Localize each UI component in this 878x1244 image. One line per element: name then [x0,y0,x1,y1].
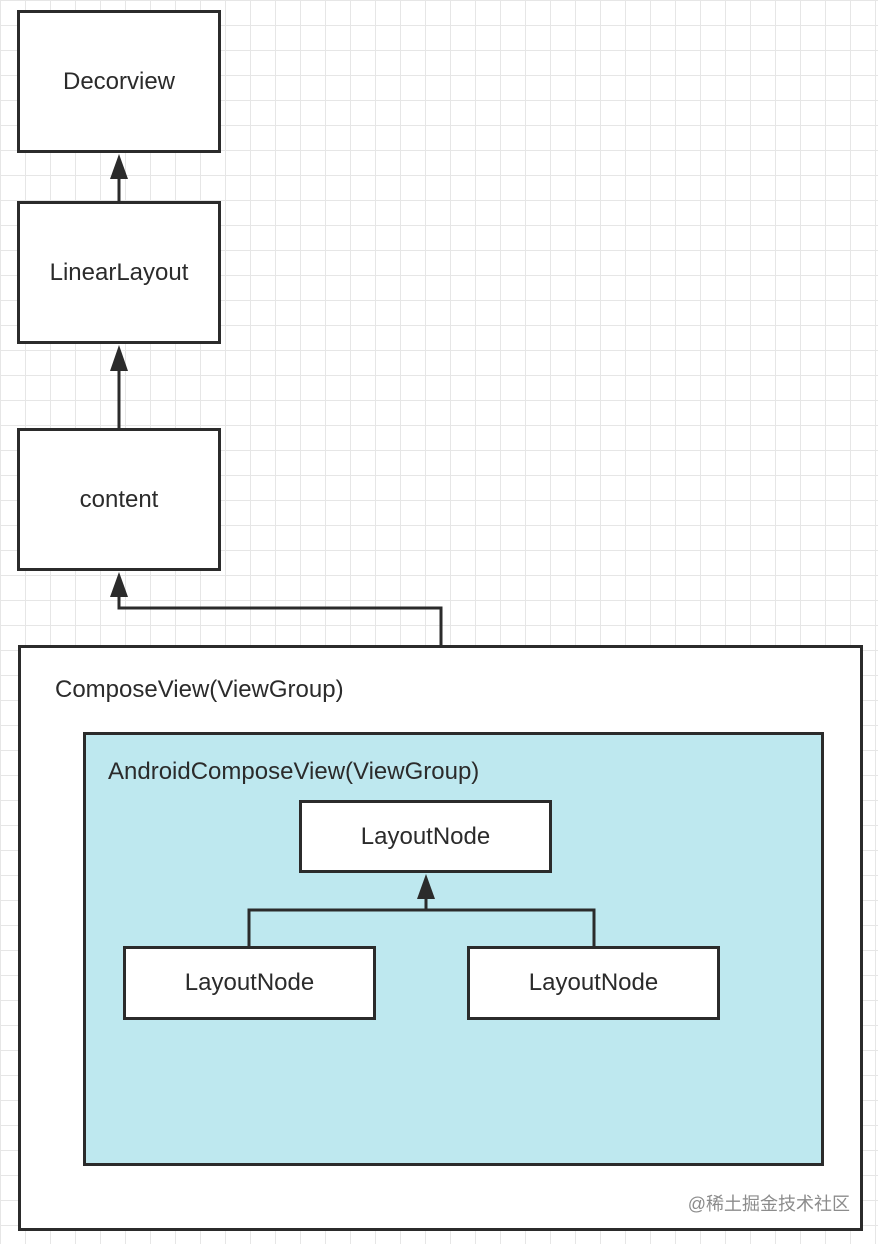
watermark: @稀土掘金技术社区 [687,1194,850,1214]
linear-layout-label: LinearLayout [49,258,189,286]
decorview-node: Decorview [17,10,221,153]
android-compose-view-label: AndroidComposeView(ViewGroup) [108,758,480,785]
content-node: content [17,428,221,571]
layout-node-left-label: LayoutNode [184,969,315,996]
layout-node-right: LayoutNode [467,946,720,1020]
layout-node-root-label: LayoutNode [360,822,491,850]
compose-view-label: ComposeView(ViewGroup) [55,676,344,703]
layout-node-root: LayoutNode [299,800,552,873]
arrowhead-linear-layout [110,345,128,371]
layout-node-left: LayoutNode [123,946,376,1020]
connector-compose-to-content [117,596,443,645]
decorview-label: Decorview [62,67,176,95]
layout-node-right-label: LayoutNode [528,969,659,996]
arrowhead-decorview [110,154,128,179]
linear-layout-node: LinearLayout [17,201,221,344]
arrowhead-content [110,572,128,597]
content-label: content [79,485,159,513]
